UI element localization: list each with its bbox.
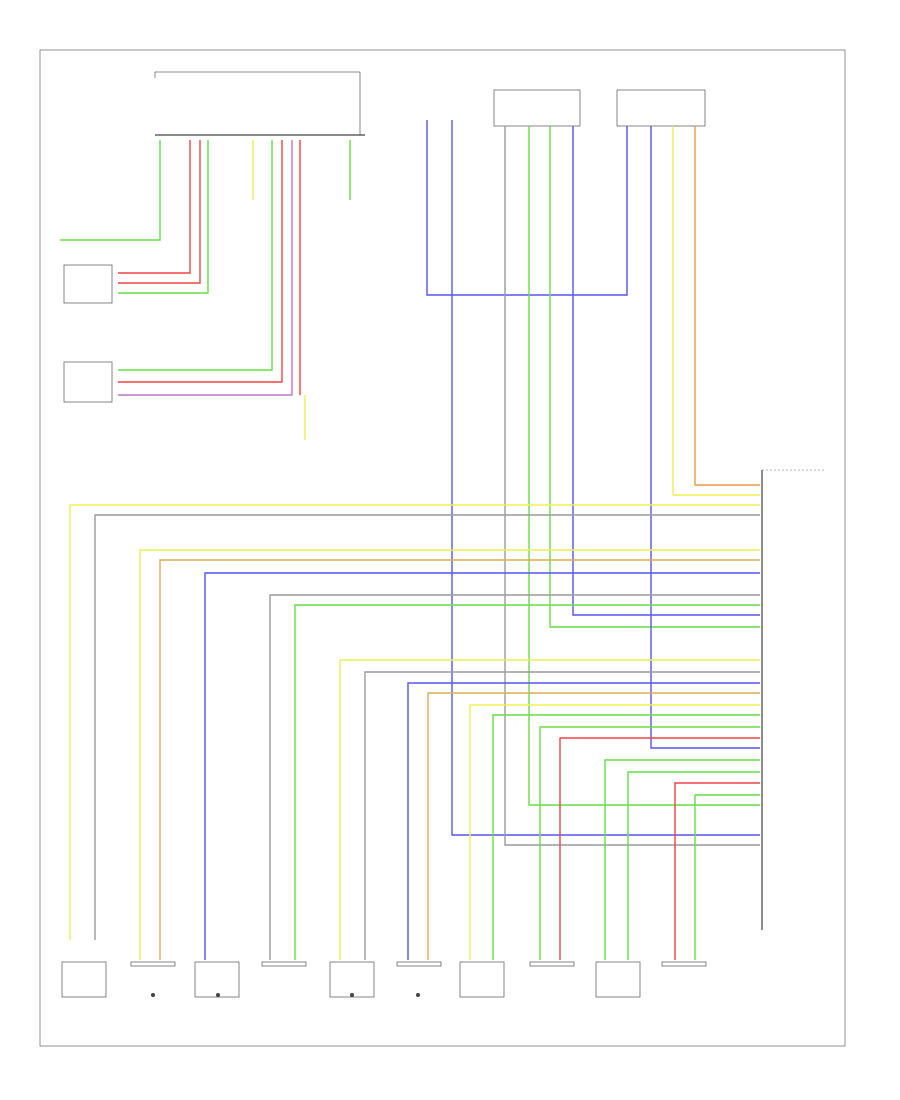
wire-red-3	[118, 140, 283, 383]
wire-green-1	[60, 140, 161, 241]
bus-blue-2	[407, 682, 760, 960]
sensor-box-1	[63, 264, 113, 304]
bottom-components	[61, 961, 707, 998]
module-box-2	[616, 89, 706, 127]
wire-yellow-right	[672, 126, 760, 496]
component-box-10	[661, 961, 707, 967]
wire-blue-main	[451, 120, 760, 836]
sensor-box-2	[63, 361, 113, 403]
bus-yellow-1	[69, 504, 760, 940]
component-box-7	[459, 961, 505, 998]
component-box-4	[261, 961, 307, 967]
wire-green-main	[528, 126, 760, 806]
top-left-module	[154, 71, 365, 136]
component-box-8	[529, 961, 575, 967]
sheet-frame	[39, 49, 846, 1047]
wire-blue-bus	[426, 120, 628, 296]
top-right-wires	[426, 120, 760, 846]
bullet-6	[416, 993, 420, 997]
right-connector	[761, 469, 825, 930]
bullet-3	[216, 993, 220, 997]
bullet-2	[151, 993, 155, 997]
wire-blue-right	[650, 126, 760, 749]
bus-green-4	[604, 759, 760, 960]
bus-yellow-3	[339, 659, 760, 960]
component-box-3	[194, 961, 240, 998]
bus-green-5	[627, 771, 760, 960]
component-box-2	[130, 961, 176, 967]
component-box-9	[595, 961, 641, 998]
wire-red-1	[118, 140, 191, 274]
bus-gray-3	[364, 671, 760, 960]
component-box-5	[329, 961, 375, 998]
bullet-5	[350, 993, 354, 997]
bus-tan-1	[159, 559, 760, 960]
wire-orange-right	[694, 126, 760, 486]
module-box-1	[493, 89, 581, 127]
wire-green-3	[118, 140, 273, 371]
top-left-wires	[60, 140, 351, 440]
sensor-boxes	[63, 264, 113, 403]
wire-blue-branch	[572, 126, 760, 616]
bus-red-1	[559, 737, 760, 960]
bus-green-6	[694, 794, 760, 960]
bus-green-2	[492, 714, 760, 960]
bus-green-1	[294, 604, 760, 960]
wire-violet-1	[118, 140, 293, 396]
bus-yellow-4	[469, 704, 760, 960]
bus-gray-2	[269, 594, 760, 960]
bus-gray-1	[94, 514, 760, 940]
bus-tan-2	[427, 692, 760, 960]
wire-red-2	[118, 140, 201, 284]
bus-red-2	[674, 782, 760, 960]
bus-blue-1	[204, 572, 760, 960]
wire-green-2	[118, 140, 209, 294]
top-right-modules	[493, 89, 706, 127]
bus-green-3	[539, 726, 760, 960]
bus-wires	[69, 504, 760, 960]
component-box-1	[61, 961, 107, 998]
bus-yellow-2	[139, 549, 760, 960]
component-box-6	[396, 961, 442, 967]
wire-green-branch	[549, 126, 760, 628]
